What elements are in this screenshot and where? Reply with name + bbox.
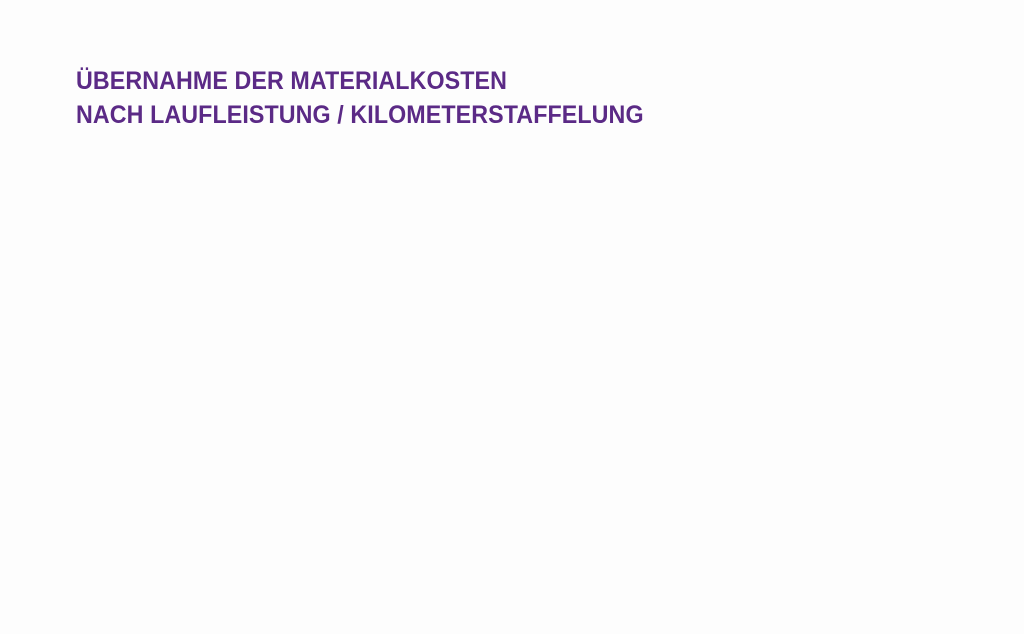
title-line-2: NACH LAUFLEISTUNG / KILOMETERSTAFFELUNG <box>76 101 644 129</box>
page-title: ÜBERNAHME DER MATERIALKOSTEN NACH LAUFLE… <box>76 64 644 132</box>
title-line-1: ÜBERNAHME DER MATERIALKOSTEN <box>76 67 508 95</box>
